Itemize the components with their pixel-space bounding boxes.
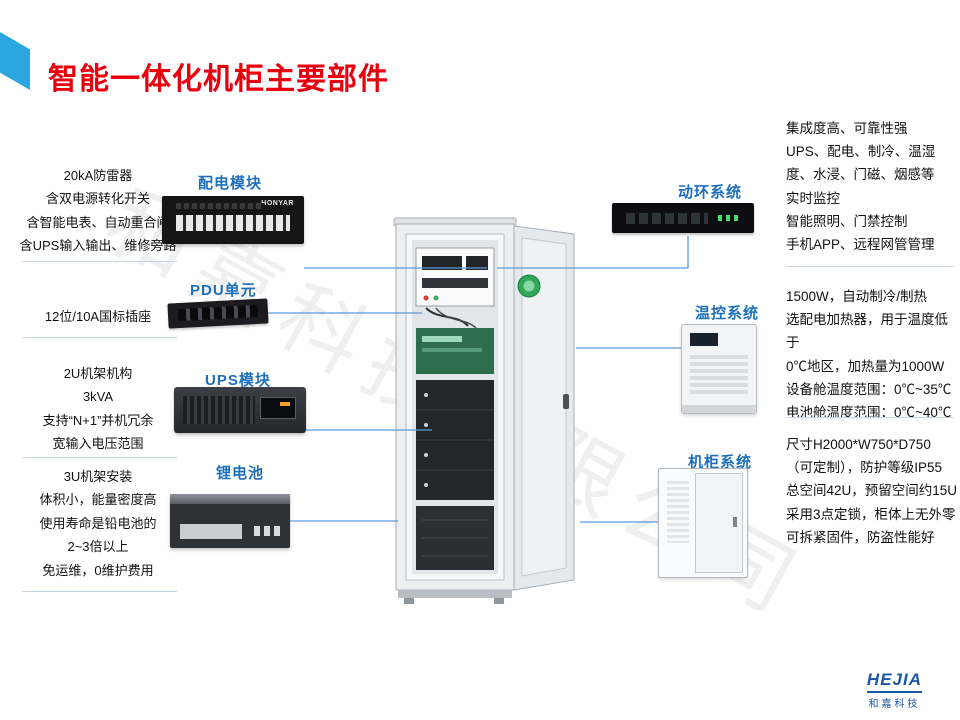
ups-display bbox=[260, 397, 296, 419]
logo-subtitle: 和嘉科技 bbox=[868, 699, 921, 710]
small-cabinet-lock bbox=[733, 517, 737, 527]
battery-top-face bbox=[170, 494, 290, 504]
env-monitoring-unit-image bbox=[612, 203, 754, 233]
desc-cabinet-system: 尺寸H2000*W750*D750 （可定制），防护等级IP55 总空间42U，… bbox=[786, 437, 958, 545]
door-lock bbox=[563, 394, 569, 409]
pdu-strip-image bbox=[167, 298, 269, 329]
label-env-monitoring-system: 动环系统 bbox=[678, 184, 743, 201]
air-conditioner-image bbox=[681, 324, 757, 414]
ac-base bbox=[682, 405, 756, 413]
cabinet-illustration bbox=[393, 217, 575, 604]
battery-terminals bbox=[254, 526, 280, 536]
monitor-ports bbox=[626, 213, 708, 224]
divider bbox=[22, 457, 177, 458]
terminal-strip bbox=[176, 215, 290, 231]
cabinet-vent bbox=[667, 481, 689, 543]
desc-pdu: 12位/10A国标插座 bbox=[44, 309, 152, 324]
brand-text: HONYAR bbox=[261, 200, 294, 207]
small-cabinet-image bbox=[658, 468, 748, 578]
divider bbox=[22, 337, 177, 338]
label-power-distribution-module: 配电模块 bbox=[198, 175, 263, 192]
desc-ups: 2U机架机构 3kVA 支持“N+1”并机冗余 宽输入电压范围 bbox=[42, 366, 154, 452]
ac-grille bbox=[690, 355, 748, 397]
desc-env-monitoring: 集成度高、可靠性强 UPS、配电、制冷、温湿 度、水浸、门磁、烟感等 实时监控 … bbox=[786, 121, 936, 253]
divider bbox=[22, 261, 177, 262]
ups-led bbox=[280, 402, 290, 406]
desc-battery: 3U机架安装 体积小，能量密度高 使用寿命是铅电池的 2~3倍以上 免运维，0维… bbox=[39, 469, 157, 578]
divider bbox=[786, 266, 954, 267]
desc-power-distribution: 20kA防雷器 含双电源转化开关 含智能电表、自动重合闸 含UPS输入输出、维修… bbox=[19, 168, 177, 254]
desc-temperature-control: 1500W，自动制冷/制热 选配电加热器，用于温度低于 0℃地区，加热量为100… bbox=[786, 289, 952, 421]
battery-unit-image bbox=[170, 494, 290, 548]
breaker-rail bbox=[176, 203, 264, 209]
label-ups-module: UPS模块 bbox=[205, 372, 271, 389]
divider bbox=[786, 417, 954, 418]
ac-display bbox=[690, 333, 718, 346]
corner-arrow-accent bbox=[0, 32, 30, 90]
ups-vents bbox=[183, 396, 255, 424]
logo-name: HEJIA bbox=[866, 670, 922, 693]
ups-unit-image bbox=[174, 387, 306, 433]
label-lithium-battery: 锂电池 bbox=[216, 465, 265, 482]
label-pdu-unit: PDU单元 bbox=[190, 282, 257, 299]
battery-front-label bbox=[180, 524, 242, 539]
monitor-leds bbox=[718, 215, 740, 221]
label-temperature-control-system: 温控系统 bbox=[695, 305, 760, 322]
label-cabinet-system: 机柜系统 bbox=[688, 454, 753, 471]
power-distribution-module-image: HONYAR bbox=[162, 196, 304, 244]
divider bbox=[22, 591, 177, 592]
company-logo: HEJIA 和嘉科技 bbox=[866, 670, 922, 710]
outlet-strip bbox=[177, 304, 259, 322]
small-cabinet-door bbox=[695, 473, 743, 573]
page-title: 智能一体化机柜主要部件 bbox=[48, 63, 389, 96]
